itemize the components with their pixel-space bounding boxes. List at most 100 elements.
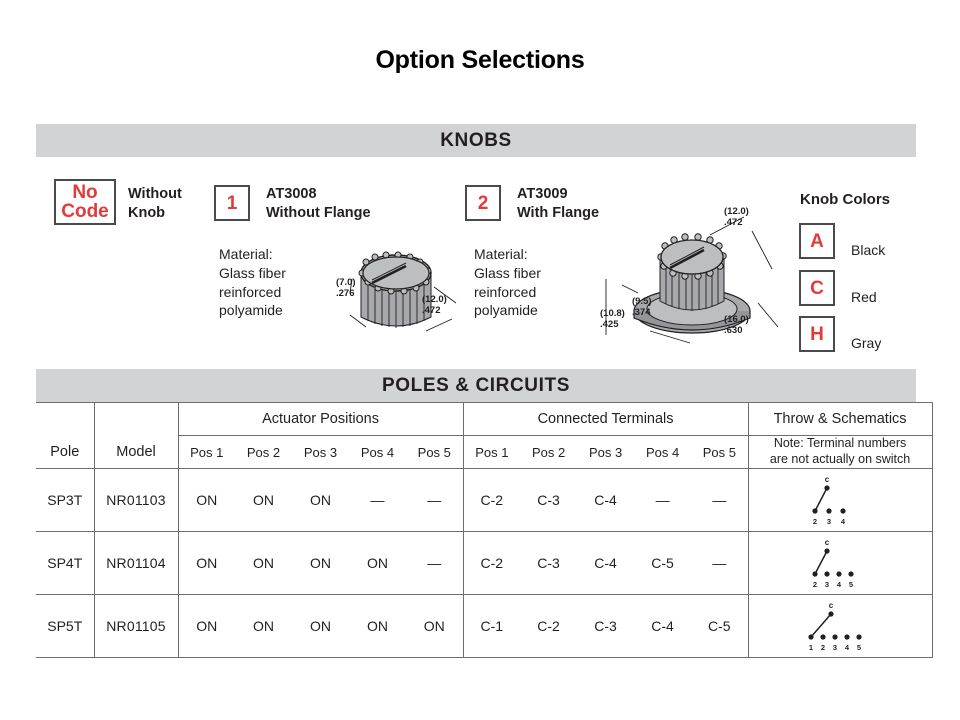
table-row: SP4T NR01104 ON ON ON ON — C-2 C-3 C-4 C… — [36, 531, 933, 595]
row-0-actuator-4: — — [349, 468, 406, 532]
knob-color-code-h: H — [810, 323, 824, 345]
dimension-at3009-16-0-metric: (16.0) — [724, 314, 749, 325]
option-code-box-no-code[interactable]: No Code — [54, 179, 116, 225]
row-0-actuator-1: ON — [177, 468, 235, 532]
schematic-sp5t: c 1 2 3 4 5 — [808, 601, 862, 652]
dimension-at3008-7-0: (7.0) .276 — [336, 277, 356, 300]
header-terminal-pos-3: Pos 3 — [577, 435, 635, 469]
material-at3009-line4: polyamide — [474, 302, 538, 319]
option-label-at3009: AT3009 With Flange — [517, 185, 599, 223]
table-row: SP5T NR01105 ON ON ON ON ON C-1 C-2 C-3 … — [36, 594, 933, 658]
row-1-terminal-1: C-2 — [462, 531, 521, 595]
row-2-model: NR01105 — [93, 594, 178, 658]
header-connected-terminals: Connected Terminals — [462, 402, 749, 436]
header-terminal-pos-2: Pos 2 — [520, 435, 578, 469]
option-code-1-value: 1 — [226, 192, 238, 214]
dimension-at3009-10-8-metric: (10.8) — [600, 308, 625, 319]
row-0-actuator-3: ON — [292, 468, 349, 532]
svg-text:c: c — [829, 601, 834, 610]
header-model: Model — [93, 435, 178, 469]
header-throw-schematics: Throw & Schematics — [747, 402, 933, 436]
svg-text:2: 2 — [813, 580, 817, 589]
row-2-actuator-4: ON — [349, 594, 406, 658]
material-at3009-line3: reinforced — [474, 283, 537, 300]
dimension-at3009-16-0: (16.0) .630 — [724, 314, 749, 337]
row-2-actuator-5: ON — [406, 594, 464, 658]
row-2-terminal-3: C-3 — [577, 594, 635, 658]
row-1-actuator-5: — — [406, 531, 464, 595]
row-2-schematic: c 1 2 3 4 5 — [747, 594, 933, 658]
option-label-at3008-line1: AT3008 — [266, 186, 317, 202]
knob-color-name-black: Black — [851, 242, 886, 258]
schematic-sp3t: c 2 3 4 — [812, 475, 846, 526]
row-2-terminal-1: C-1 — [462, 594, 521, 658]
header-spacer-pole — [36, 402, 94, 436]
material-at3008-line1: Material: — [219, 246, 273, 262]
row-2-pole: SP5T — [36, 594, 94, 658]
row-1-terminal-4: C-5 — [634, 531, 692, 595]
header-actuator-pos-4: Pos 4 — [349, 435, 406, 469]
dimension-at3009-10-8-inch: .425 — [600, 318, 619, 330]
row-1-model: NR01104 — [93, 531, 178, 595]
option-code-no-line2: Code — [61, 201, 109, 222]
dimension-at3009-12-0: (12.0) .472 — [724, 206, 749, 229]
option-label-no-knob-line1: Without — [128, 186, 182, 202]
dimension-at3009-9-5-inch: .374 — [632, 306, 651, 318]
option-label-at3009-line1: AT3009 — [517, 186, 568, 202]
material-at3008-line4: polyamide — [219, 302, 283, 319]
option-label-at3008: AT3008 Without Flange — [266, 185, 371, 223]
knobs-panel: No Code Without Knob 1 AT3008 Without Fl… — [36, 157, 916, 362]
row-1-schematic: c 2 3 4 5 — [747, 531, 933, 595]
knob-color-name-red: Red — [851, 289, 877, 305]
row-0-actuator-5: — — [406, 468, 464, 532]
row-2-terminal-5: C-5 — [691, 594, 749, 658]
dimension-at3008-12-0-metric: (12.0) — [422, 294, 447, 305]
row-0-terminal-2: C-3 — [520, 468, 578, 532]
knob-illustration-at3008 — [349, 251, 457, 332]
row-1-actuator-4: ON — [349, 531, 406, 595]
row-0-actuator-2: ON — [235, 468, 292, 532]
header-terminal-pos-1: Pos 1 — [462, 435, 521, 469]
header-spacer-model — [93, 402, 178, 436]
table-header-group-row: Actuator Positions Connected Terminals T… — [36, 402, 933, 436]
material-at3008-line3: reinforced — [219, 283, 282, 300]
table-row: SP3T NR01103 ON ON ON — — C-2 C-3 C-4 — … — [36, 468, 933, 532]
row-0-terminal-1: C-2 — [462, 468, 521, 532]
svg-text:3: 3 — [833, 643, 837, 652]
option-code-box-1[interactable]: 1 — [214, 185, 250, 221]
row-2-terminal-4: C-4 — [634, 594, 692, 658]
svg-text:2: 2 — [813, 517, 817, 526]
dimension-at3008-7-0-inch: .276 — [336, 287, 355, 299]
header-actuator-pos-1: Pos 1 — [177, 435, 235, 469]
poles-circuits-table-wrap: Actuator Positions Connected Terminals T… — [36, 402, 933, 668]
knob-color-box-a[interactable]: A — [799, 223, 835, 259]
material-text-at3009: Material: Glass fiber reinforced polyami… — [474, 245, 541, 320]
svg-text:5: 5 — [857, 643, 861, 652]
knob-color-box-c[interactable]: C — [799, 270, 835, 306]
row-0-terminal-5: — — [691, 468, 749, 532]
option-code-no-line1: No — [72, 182, 98, 203]
svg-text:3: 3 — [827, 517, 831, 526]
material-at3009-line1: Material: — [474, 246, 528, 262]
section-header-poles-label: POLES & CIRCUITS — [381, 374, 570, 396]
svg-text:4: 4 — [841, 517, 846, 526]
row-1-terminal-2: C-3 — [520, 531, 578, 595]
knob-color-box-h[interactable]: H — [799, 316, 835, 352]
svg-text:4: 4 — [845, 643, 850, 652]
row-0-terminal-3: C-4 — [577, 468, 635, 532]
header-terminal-pos-4: Pos 4 — [634, 435, 692, 469]
schematics-note-line1: Note: Terminal numbers — [773, 436, 907, 451]
section-header-knobs: KNOBS — [36, 124, 916, 157]
row-2-actuator-2: ON — [235, 594, 292, 658]
row-1-terminal-3: C-4 — [577, 531, 635, 595]
row-1-actuator-2: ON — [235, 531, 292, 595]
option-label-at3009-line2: With Flange — [517, 205, 600, 222]
header-actuator-positions: Actuator Positions — [177, 402, 464, 436]
svg-text:4: 4 — [837, 580, 842, 589]
schematics-note: Note: Terminal numbers are not actually … — [747, 435, 933, 469]
svg-text:c: c — [825, 538, 830, 547]
option-label-at3008-line2: Without Flange — [266, 205, 371, 222]
option-code-box-2[interactable]: 2 — [465, 185, 501, 221]
material-at3008-line2: Glass fiber — [219, 264, 286, 281]
dimension-at3009-9-5: (9.5) .374 — [632, 296, 652, 319]
